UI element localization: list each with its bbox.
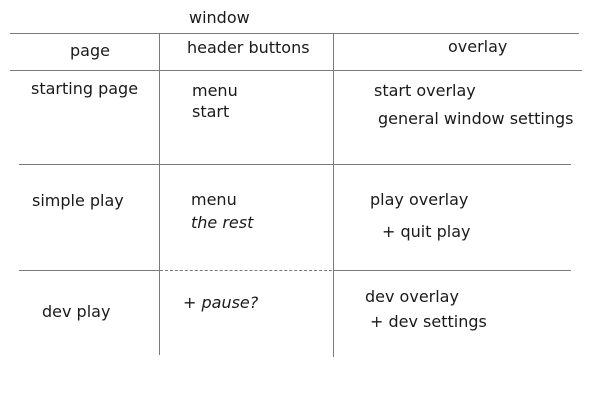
row-1-overlay-1: start overlay xyxy=(374,81,476,100)
row-3-page: dev play xyxy=(42,302,111,321)
row-2-button-2: the rest xyxy=(191,213,254,232)
diagram-title: window xyxy=(189,8,250,27)
row-3-overlay-1: dev overlay xyxy=(365,287,459,306)
row-1-overlay-2: general window settings xyxy=(378,109,574,128)
row-2-bottom-border-dashed xyxy=(160,270,332,271)
row-2-bottom-border-left xyxy=(19,270,159,271)
row-3-button-1: + pause? xyxy=(183,293,259,312)
header-bottom-border xyxy=(10,70,582,71)
row-1-button-1: menu xyxy=(192,81,238,100)
row-2-page: simple play xyxy=(32,191,124,210)
column-header-page: page xyxy=(70,41,110,60)
row-2-button-1: menu xyxy=(191,190,237,209)
top-border xyxy=(10,33,579,34)
row-3-overlay-2: + dev settings xyxy=(370,312,487,331)
row-2-overlay-1: play overlay xyxy=(370,190,469,209)
row-1-button-2: start xyxy=(192,102,230,121)
column-header-overlay: overlay xyxy=(448,37,508,56)
row-1-bottom-border xyxy=(19,164,571,165)
column-divider-1 xyxy=(159,33,160,355)
column-header-buttons: header buttons xyxy=(187,38,310,57)
column-divider-2 xyxy=(333,33,334,357)
row-2-overlay-2: + quit play xyxy=(382,222,471,241)
row-2-bottom-border-right xyxy=(333,270,571,271)
row-1-page: starting page xyxy=(31,79,139,98)
